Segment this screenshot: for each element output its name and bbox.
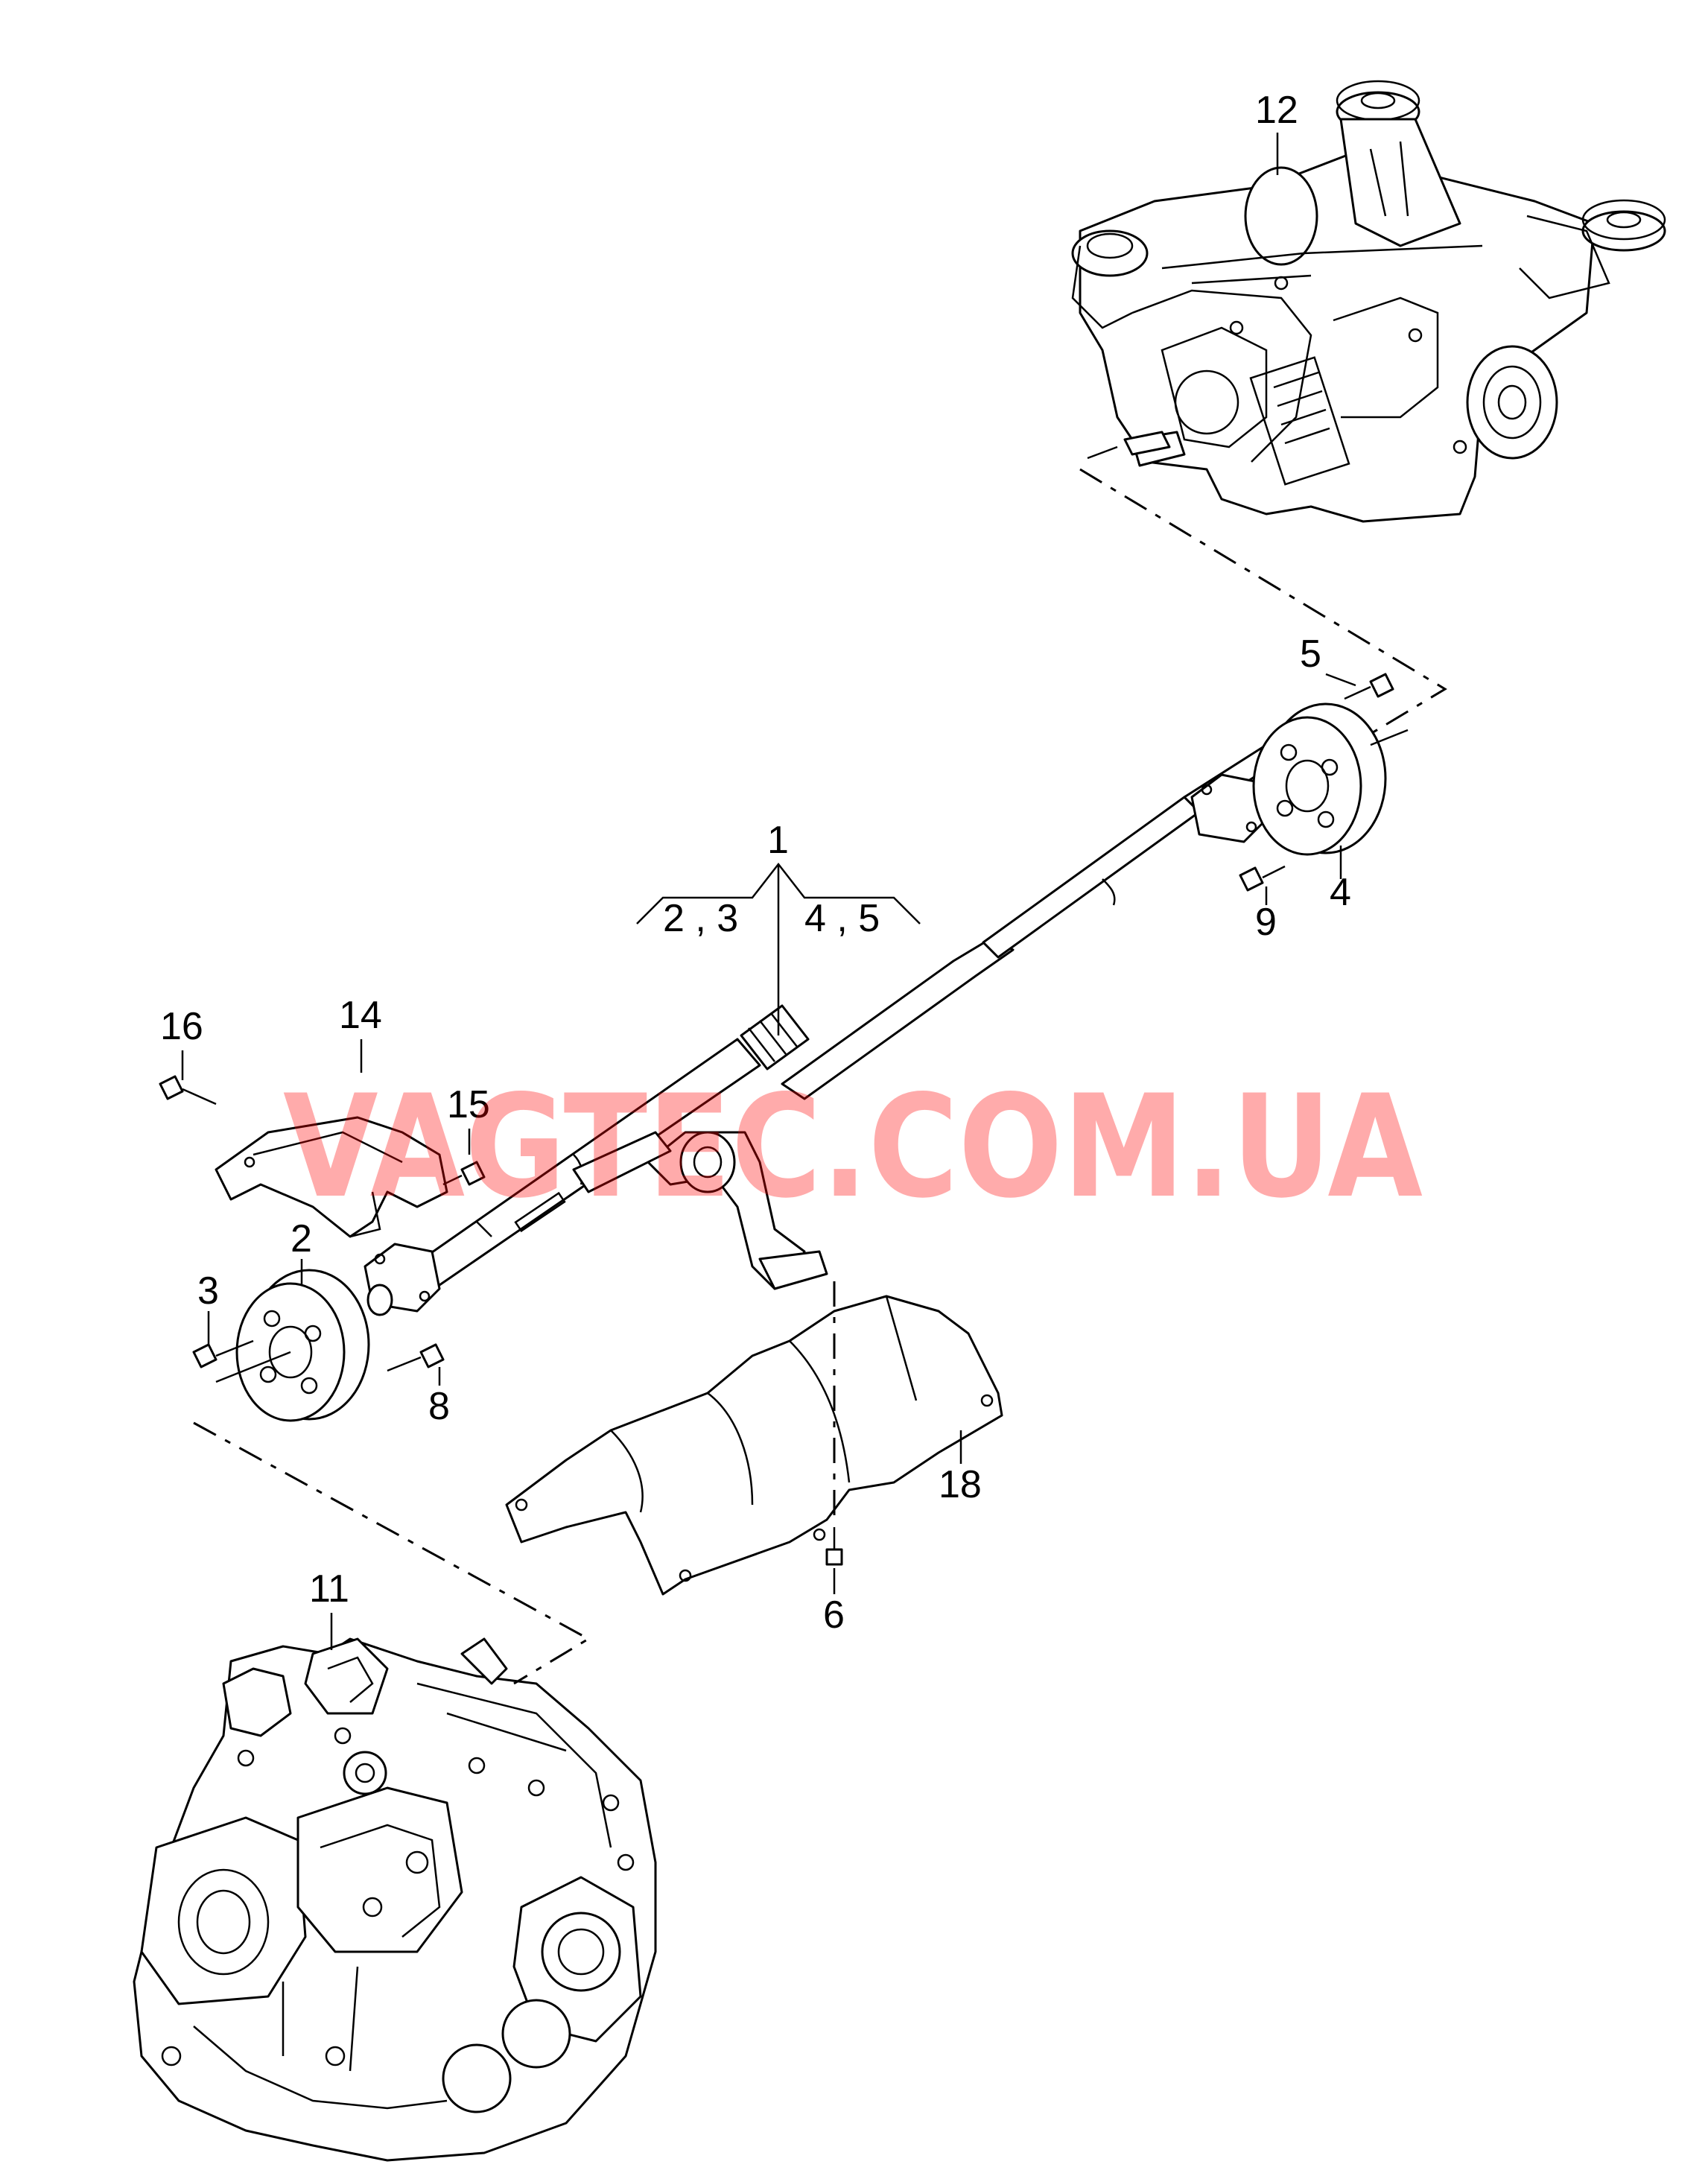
bolt-16 <box>159 1075 217 1106</box>
leader-lines <box>181 133 1356 1650</box>
bolt-6 <box>825 1527 843 1566</box>
flex-joint-rear <box>1252 702 1409 856</box>
callout-1: 1 <box>767 819 789 862</box>
callout-group-4-5: 4 , 5 <box>804 897 880 940</box>
callout-14: 14 <box>339 994 382 1037</box>
callout-6: 6 <box>823 1593 845 1637</box>
assembly-lines <box>193 468 1447 1685</box>
flex-joint-front <box>215 1269 370 1422</box>
callout-3: 3 <box>197 1269 219 1313</box>
propeller-shaft <box>363 743 1283 1316</box>
watermark: VAGTEC.COM.UA <box>283 1065 1423 1229</box>
bolt-8 <box>387 1343 445 1372</box>
callout-8: 8 <box>428 1385 450 1428</box>
transmission <box>133 1637 657 2162</box>
callout-2: 2 <box>291 1217 312 1260</box>
bolt-3 <box>192 1339 254 1368</box>
bolt-9 <box>1239 865 1286 892</box>
callout-12: 12 <box>1255 89 1298 132</box>
rear-differential <box>1071 80 1666 523</box>
callout-15: 15 <box>447 1083 490 1126</box>
callout-group-2-3: 2 , 3 <box>663 897 738 940</box>
callout-11: 11 <box>309 1567 349 1611</box>
bolt-15 <box>442 1161 486 1186</box>
callout-4: 4 <box>1330 871 1351 914</box>
callout-labels: 1 2 , 3 4 , 5 2 3 4 5 6 8 9 11 12 14 15 … <box>160 89 1351 1637</box>
callout-9: 9 <box>1255 901 1277 944</box>
callout-18: 18 <box>939 1463 982 1506</box>
callout-16: 16 <box>160 1005 203 1048</box>
bolt-5 <box>1344 673 1394 700</box>
heat-shield <box>505 1295 1003 1596</box>
bracket <box>215 1116 448 1238</box>
callout-5: 5 <box>1300 632 1321 676</box>
